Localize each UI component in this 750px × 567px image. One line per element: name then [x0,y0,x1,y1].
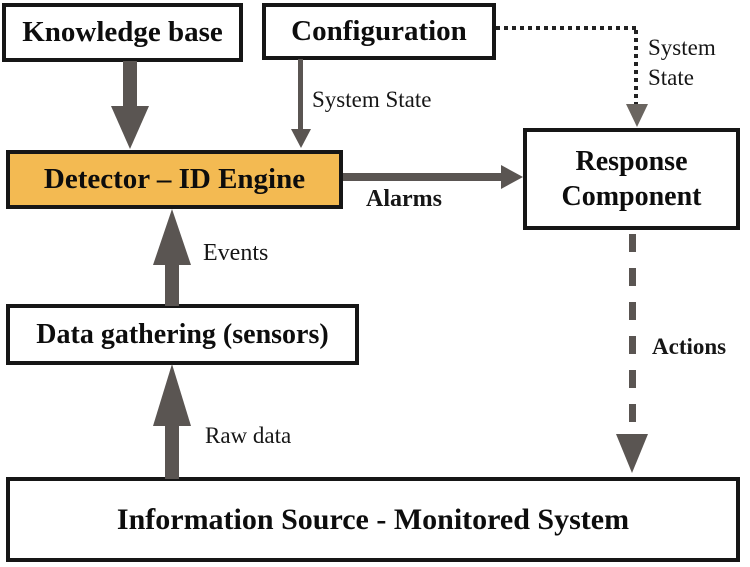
system-state-label-line1: System [648,35,716,60]
knowledge-to-detector-arrowhead-icon [111,106,149,149]
config-to-response-arrowhead-icon [626,104,648,127]
actions-label: Actions [652,334,727,359]
response-component-box: Response Component [523,128,740,230]
information-source-box: Information Source - Monitored System [6,477,740,562]
system-state-label-response-arrow: System State [648,33,716,93]
data-gathering-label: Data gathering (sensors) [36,318,329,350]
detector-id-engine-box: Detector – ID Engine [6,150,343,209]
response-component-label-line2: Component [561,181,702,212]
config-to-response-dotted-line-vertical [634,30,638,104]
datagathering-to-detector-arrow-shaft [165,264,179,306]
knowledge-base-box: Knowledge base [2,3,243,62]
detector-to-response-arrowhead-icon [501,165,523,189]
configuration-box: Configuration [262,3,496,60]
system-state-label-line2: State [648,65,694,90]
datagathering-to-detector-arrowhead-icon [153,209,191,265]
config-to-detector-arrowhead-icon [291,129,311,148]
knowledge-base-label: Knowledge base [22,16,223,48]
raw-data-label: Raw data [205,423,292,448]
detector-id-engine-label: Detector – ID Engine [43,163,306,195]
config-to-detector-arrow-shaft [298,59,303,130]
detector-to-response-arrow-shaft [343,173,501,181]
knowledge-to-detector-arrow-shaft [123,61,137,107]
infosource-to-datagathering-arrow-shaft [165,425,179,479]
response-to-infosource-dashed-line [629,234,636,434]
data-gathering-box: Data gathering (sensors) [6,304,359,365]
response-to-infosource-arrowhead-icon [616,434,648,473]
infosource-to-datagathering-arrowhead-icon [153,364,191,426]
alarms-label: Alarms [366,186,442,212]
response-component-label-line1: Response [575,146,688,177]
configuration-label: Configuration [291,15,467,47]
config-to-response-dotted-line-horizontal [496,26,638,30]
system-state-label-config-arrow: System State [312,87,432,112]
information-source-label: Information Source - Monitored System [116,502,630,536]
events-label: Events [203,240,269,266]
